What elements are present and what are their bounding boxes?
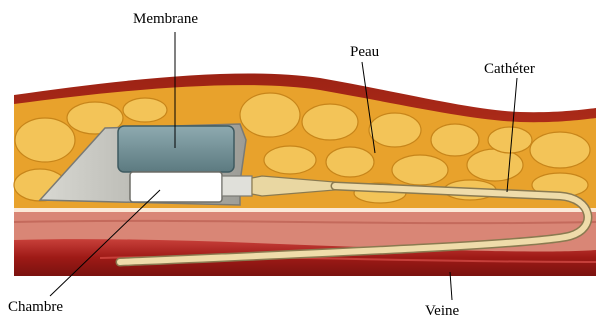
catheter-label: Cathéter [484, 62, 535, 77]
veine-label: Veine [425, 304, 459, 319]
chambre-label: Chambre [8, 300, 63, 315]
membrane-shape [118, 126, 234, 172]
peau-label: Peau [350, 45, 379, 60]
membrane-label: Membrane [133, 12, 198, 27]
chamber-reservoir [130, 172, 222, 202]
outlet-connector [222, 176, 252, 196]
